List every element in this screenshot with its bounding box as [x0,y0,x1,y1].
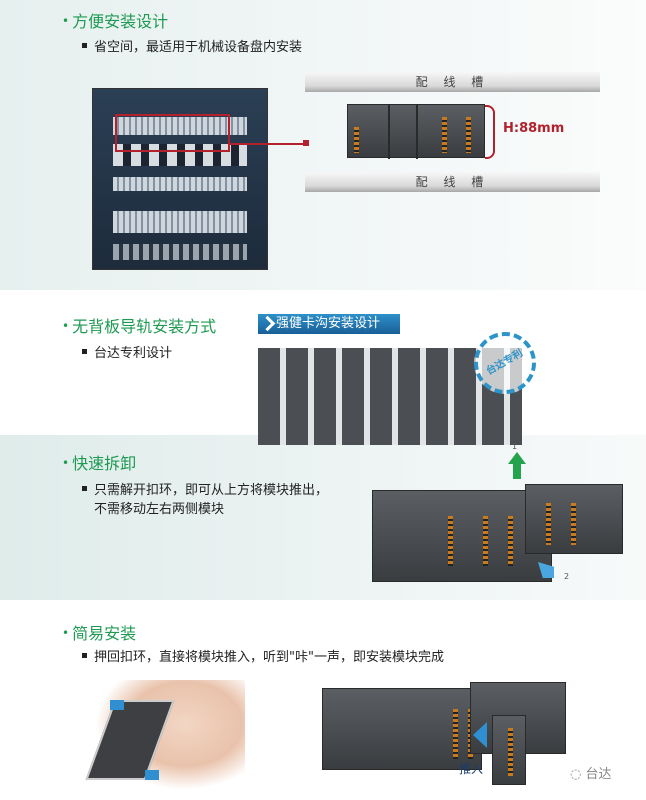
step-2-label: 2 [564,572,570,581]
press-arrow-icon [110,700,124,710]
heading-no-backplane: 无背板导轨安装方式 [62,313,216,337]
plc-rack-image [322,688,482,770]
arrow-out-icon [538,562,554,578]
height-label: H:88mm [503,121,565,136]
callout-dot [303,140,309,146]
heading-easy-install: 方便安装设计 [62,8,168,32]
plc-module-image [492,715,526,785]
heading-quick-removal: 快速拆卸 [62,450,136,474]
bullet-text: 台达专利设计 [82,344,172,363]
wechat-icon: ◌ [570,767,586,782]
push-label: 推入 [459,762,484,776]
bullet-text: 押回扣环，直接将模块推入，听到"咔"一声，即安装模块完成 [82,648,444,667]
wiring-duct-bottom: 配 线 槽 [305,172,600,192]
plc-module-image [525,484,623,554]
arrow-up-shaft [513,463,521,479]
bullet-text: 只需解开扣环，即可从上方将模块推出，不需移动左右两侧模块 [82,481,328,519]
plc-rack-image [372,490,552,582]
control-cabinet-image [92,88,268,270]
height-brace [485,105,495,159]
press-arrow-icon [145,770,159,780]
heading-simple-install: 简易安装 [62,620,136,644]
wiring-duct-top: 配 线 槽 [305,72,600,92]
feature-banner: 强健卡沟安装设计 [258,314,400,334]
bullet-text: 省空间，最适用于机械设备盘内安装 [82,38,302,57]
highlight-box [115,114,230,152]
watermark: ◌ 台达 [570,767,612,782]
step-1-label: 1 [512,442,518,451]
plc-image [347,104,485,159]
callout-line [230,143,307,145]
arrow-up-icon [508,452,526,464]
